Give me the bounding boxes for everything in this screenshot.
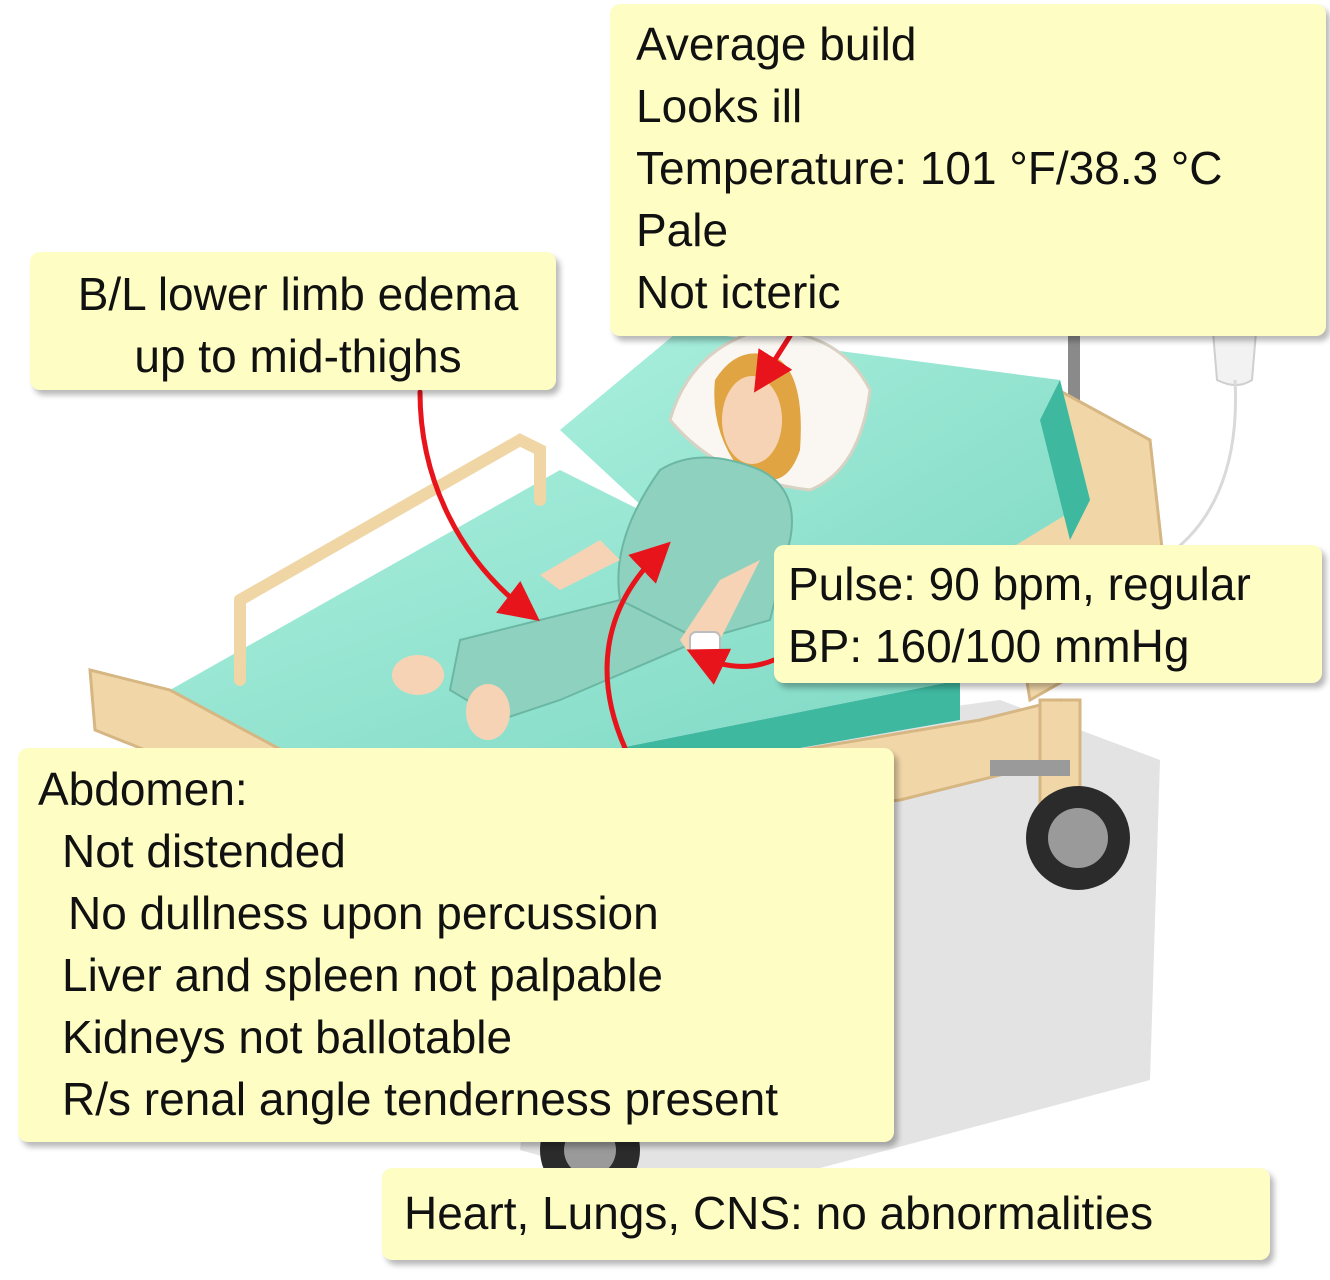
general-appearance-note: Average build Looks ill Temperature: 101… [610, 4, 1326, 336]
abdomen-item: Not distended [62, 825, 346, 877]
side-rail [234, 433, 546, 686]
abdomen-note: Abdomen: Not distended No dullness upon … [18, 748, 894, 1142]
edema-note: B/L lower limb edema up to mid-thighs [30, 252, 556, 390]
general-line: Average build [636, 18, 917, 70]
bp-line: BP: 160/100 mmHg [788, 620, 1190, 672]
patient-gown [617, 456, 793, 642]
edema-line: up to mid-thighs [134, 330, 462, 382]
vitals-note: Pulse: 90 bpm, regular BP: 160/100 mmHg [774, 545, 1322, 683]
patient-figure [392, 353, 801, 740]
general-line: Looks ill [636, 80, 803, 132]
arrow-general-to-face [753, 333, 793, 393]
iv-tube [1159, 379, 1238, 562]
systems-note: Heart, Lungs, CNS: no abnormalities [382, 1168, 1270, 1260]
general-line: Not icteric [636, 266, 841, 318]
wheel-right [1026, 786, 1130, 890]
patient-foot-left [392, 655, 444, 695]
general-line: Pale [636, 204, 729, 256]
general-line: Temperature: 101 °F/38.3 °C [636, 142, 1223, 194]
patient-face [722, 376, 782, 464]
abdomen-item: Liver and spleen not palpable [62, 949, 664, 1001]
patient-arm-left [540, 540, 620, 590]
abdomen-title: Abdomen: [38, 763, 248, 815]
arrow-vitals-to-wrist [686, 648, 777, 685]
abdomen-item: No dullness upon percussion [68, 887, 659, 939]
bp-cuff [689, 631, 721, 657]
pointer-arrows [417, 333, 793, 751]
abdomen-item: Kidneys not ballotable [62, 1011, 513, 1063]
edema-line: B/L lower limb edema [77, 268, 519, 320]
arrow-edema-to-legs [417, 389, 540, 622]
abdomen-item: R/s renal angle tenderness present [62, 1073, 778, 1125]
systems-line: Heart, Lungs, CNS: no abnormalities [404, 1187, 1154, 1239]
pulse-line: Pulse: 90 bpm, regular [788, 558, 1251, 610]
bed-backrest-edge [1040, 380, 1090, 540]
arrow-abdomen-to-belly [604, 541, 671, 751]
patient-legs [448, 598, 703, 722]
patient-foot-right [466, 684, 510, 740]
